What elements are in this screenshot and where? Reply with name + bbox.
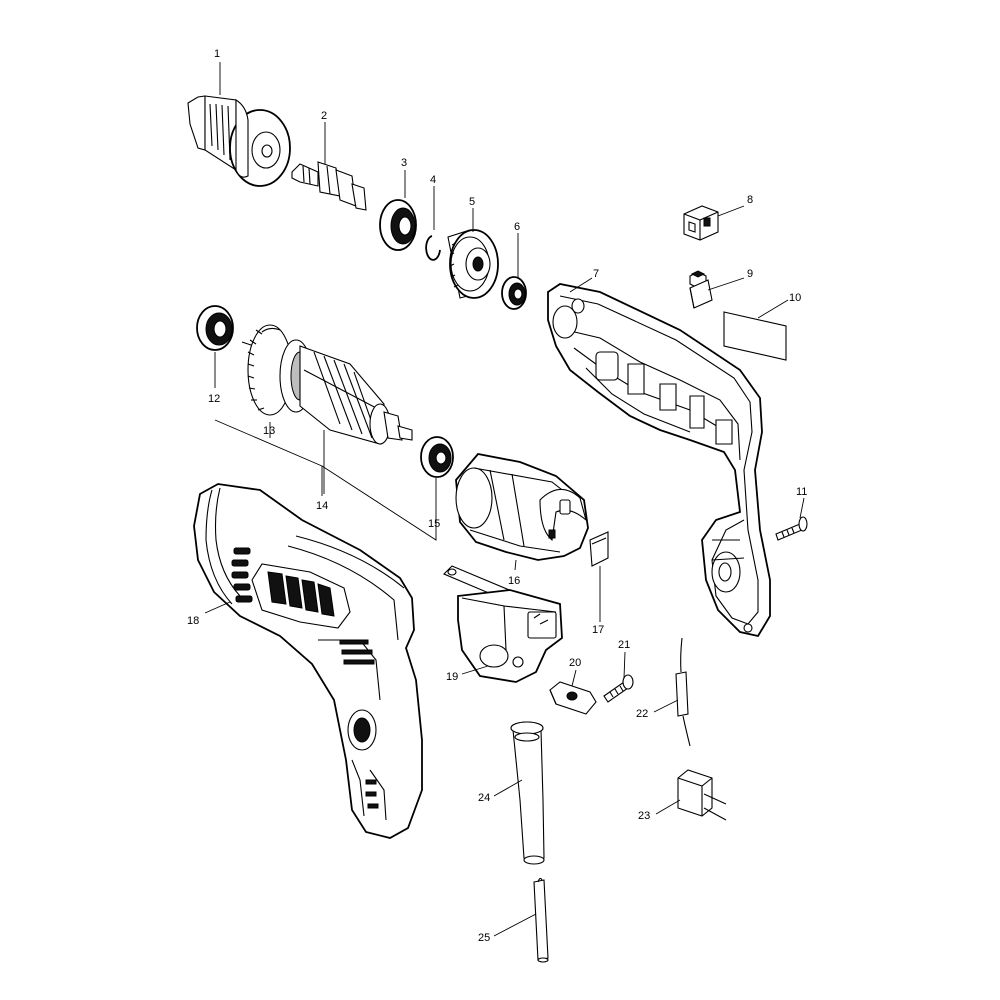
callout-2: 2 bbox=[321, 110, 327, 122]
part-14-armature bbox=[242, 325, 412, 444]
callout-23: 23 bbox=[638, 810, 650, 822]
part-13-armature-fan bbox=[262, 328, 280, 332]
callout-14: 14 bbox=[316, 500, 328, 512]
part-17-insulation-plate bbox=[590, 532, 608, 566]
callout-18: 18 bbox=[187, 615, 199, 627]
part-18-housing-set bbox=[194, 484, 422, 838]
callout-1: 1 bbox=[214, 48, 220, 60]
part-16-field bbox=[456, 454, 588, 560]
part-7-housing-half bbox=[548, 284, 770, 636]
part-5-helical-gear bbox=[448, 230, 498, 298]
callout-25: 25 bbox=[478, 932, 490, 944]
part-21-tapping-screw bbox=[604, 675, 633, 702]
callout-8: 8 bbox=[747, 194, 753, 206]
callout-11: 11 bbox=[796, 486, 807, 498]
callout-7: 7 bbox=[593, 268, 599, 280]
part-20-strain-relief bbox=[550, 682, 596, 714]
part-10-name-plate bbox=[724, 312, 786, 360]
callout-13: 13 bbox=[263, 425, 275, 437]
callout-6: 6 bbox=[514, 221, 520, 233]
callout-19: 19 bbox=[446, 671, 458, 683]
part-25-cord bbox=[534, 878, 548, 962]
part-1-drill-chuck bbox=[188, 96, 290, 186]
part-19-switch bbox=[444, 566, 562, 682]
callout-3: 3 bbox=[401, 157, 407, 169]
part-9-carbon-brush bbox=[690, 271, 712, 308]
part-23-capacitor bbox=[678, 770, 726, 820]
callout-15: 15 bbox=[428, 518, 440, 530]
callout-20: 20 bbox=[569, 657, 581, 669]
leader-lines bbox=[204, 62, 805, 937]
part-11-tapping-screw bbox=[776, 517, 807, 540]
part-15-ball-bearing bbox=[421, 437, 453, 477]
callout-17: 17 bbox=[592, 624, 604, 636]
part-8-brush-holder bbox=[684, 206, 718, 240]
part-4-retaining-ring bbox=[426, 236, 440, 260]
callout-labels: 1 2 3 4 5 6 7 8 9 10 11 12 13 14 15 16 1… bbox=[187, 48, 807, 944]
callout-9: 9 bbox=[747, 268, 753, 280]
part-6-ball-bearing bbox=[502, 277, 526, 309]
callout-10: 10 bbox=[789, 292, 801, 304]
callout-16: 16 bbox=[508, 575, 520, 587]
part-22-noise-suppressor bbox=[676, 638, 690, 746]
part-3-ball-bearing bbox=[380, 200, 416, 250]
callout-24: 24 bbox=[478, 792, 490, 804]
part-24-cord-guard bbox=[511, 722, 544, 864]
callout-4: 4 bbox=[430, 174, 436, 186]
callout-12: 12 bbox=[208, 393, 220, 405]
callout-5: 5 bbox=[469, 196, 475, 208]
callout-22: 22 bbox=[636, 708, 648, 720]
callout-21: 21 bbox=[618, 639, 630, 651]
part-2-spindle bbox=[292, 162, 366, 210]
part-12-ball-bearing bbox=[197, 306, 233, 350]
